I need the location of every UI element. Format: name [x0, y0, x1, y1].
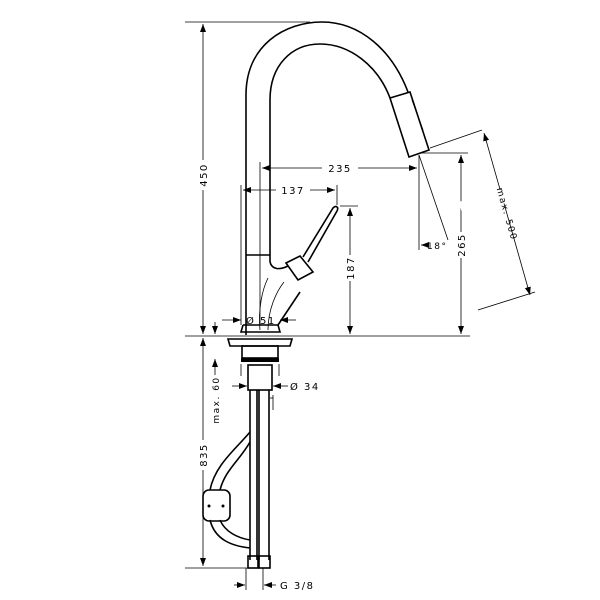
label-diameter-51: Ø 51 — [246, 315, 276, 327]
label-max-500: max. 500 — [494, 187, 519, 242]
label-265: 265 — [457, 233, 468, 257]
faucet-body — [239, 21, 409, 335]
label-235: 235 — [328, 164, 352, 175]
label-187: 187 — [346, 256, 357, 280]
label-450: 450 — [199, 163, 210, 187]
label-g-3-8: G 3/8 — [280, 581, 315, 592]
label-diameter-34: Ø 34 — [290, 381, 320, 393]
spray-head — [388, 91, 431, 159]
lever-handle — [284, 205, 339, 282]
label-137: 137 — [281, 186, 305, 197]
dim-line-max-500 — [483, 132, 531, 296]
reference-lines — [185, 21, 536, 590]
mounting-hardware — [226, 338, 294, 391]
label-18-degrees: 18° — [427, 242, 447, 252]
supply-hoses — [247, 390, 274, 569]
pullout-hose-with-weight — [202, 431, 251, 549]
label-835: 835 — [199, 443, 210, 467]
label-max-60: max. 60 — [212, 376, 222, 423]
